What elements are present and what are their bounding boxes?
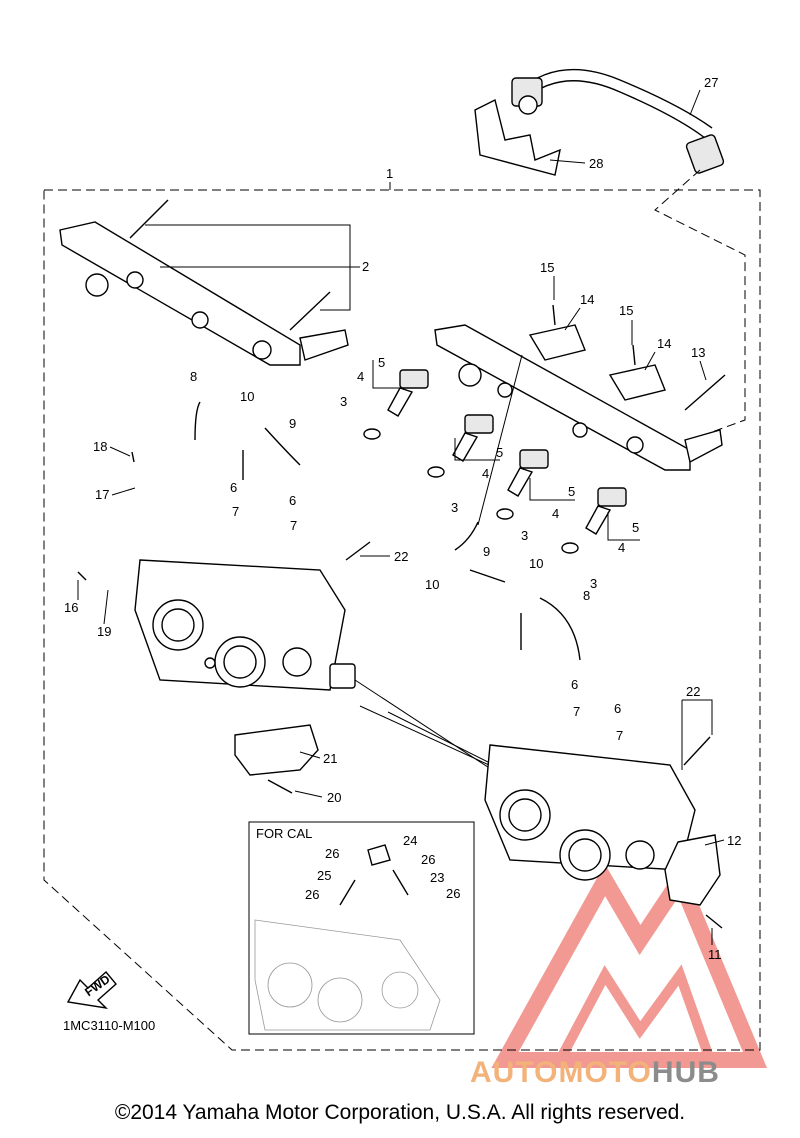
throttle-position-sensor: [664, 834, 721, 906]
callout-8: 8: [190, 369, 197, 384]
callout-19: 19: [97, 624, 111, 639]
callout-26c: 26: [305, 887, 319, 902]
callout-4: 4: [357, 369, 364, 384]
copyright-footer: ©2014 Yamaha Motor Corporation, U.S.A. A…: [114, 1101, 686, 1124]
callout-6: 6: [230, 480, 237, 495]
callout-5: 5: [378, 355, 385, 370]
bolts: [129, 199, 360, 331]
callout-15b: 15: [619, 303, 633, 318]
callout-23: 23: [430, 870, 444, 885]
callout-10c: 10: [529, 556, 543, 571]
throttle-body-right: [484, 744, 696, 881]
callout-26d: 26: [446, 886, 460, 901]
callout-8b: 8: [583, 588, 590, 603]
callout-28: 28: [589, 156, 603, 171]
callout-10b: 10: [425, 577, 439, 592]
callout-13: 13: [691, 345, 705, 360]
inset-title: FOR CAL: [256, 826, 312, 841]
callout-14: 14: [580, 292, 594, 307]
callout-27: 27: [704, 75, 718, 90]
callout-10: 10: [240, 389, 254, 404]
callout-6c: 6: [571, 677, 578, 692]
fuel-rail-right: [434, 324, 723, 471]
fwd-arrow: FWD: [66, 970, 117, 1010]
callout-2: 2: [362, 259, 369, 274]
callout-22: 22: [394, 549, 408, 564]
watermark-text: AUTOMOTOHUB: [470, 1056, 720, 1089]
watermark-logo: [491, 863, 767, 1068]
callout-15: 15: [540, 260, 554, 275]
hose-bracket: [474, 95, 561, 176]
callout-26: 26: [325, 846, 339, 861]
callout-4b: 4: [482, 466, 489, 481]
cal-inset-drawing: [254, 844, 441, 1031]
callout-5c: 5: [568, 484, 575, 499]
callout-7d: 7: [616, 728, 623, 743]
callout-12: 12: [727, 833, 741, 848]
throttle-body-left: [134, 559, 356, 691]
leader-lines: [77, 89, 725, 945]
callout-21: 21: [323, 751, 337, 766]
callout-7: 7: [232, 504, 239, 519]
cal-inset: [248, 821, 475, 1035]
callout-9: 9: [289, 416, 296, 431]
callout-labels: 2 3 3 3 3 4 4 4 4 5 5 5 5 6 6 6 6 7 7 7 …: [64, 75, 741, 962]
callout-20: 20: [327, 790, 341, 805]
callout-26b: 26: [421, 852, 435, 867]
callout-7b: 7: [290, 518, 297, 533]
vacuum-hoses: [194, 401, 581, 661]
callout-3d: 3: [590, 576, 597, 591]
part-code: 1MC3110-M100: [63, 1018, 155, 1033]
callout-6b: 6: [289, 493, 296, 508]
fuel-rail-left: [59, 221, 349, 366]
callout-4c: 4: [552, 506, 559, 521]
callout-3c: 3: [521, 528, 528, 543]
callout-1: 1: [386, 166, 393, 181]
callout-17: 17: [95, 487, 109, 502]
callout-16: 16: [64, 600, 78, 615]
callout-14b: 14: [657, 336, 671, 351]
callout-18: 18: [93, 439, 107, 454]
callout-24: 24: [403, 833, 417, 848]
callout-7c: 7: [573, 704, 580, 719]
callout-9b: 9: [483, 544, 490, 559]
callout-3: 3: [340, 394, 347, 409]
callout-25: 25: [317, 868, 331, 883]
sensor-unit: [234, 724, 319, 776]
callout-5d: 5: [632, 520, 639, 535]
assembly-boundary: [43, 189, 761, 1051]
callout-22b: 22: [686, 684, 700, 699]
callout-5b: 5: [496, 445, 503, 460]
callout-11: 11: [708, 947, 722, 962]
fuel-injectors: [363, 360, 640, 554]
callout-3b: 3: [451, 500, 458, 515]
callout-6d: 6: [614, 701, 621, 716]
pressure-sensors: [477, 304, 726, 526]
callout-4d: 4: [618, 540, 625, 555]
